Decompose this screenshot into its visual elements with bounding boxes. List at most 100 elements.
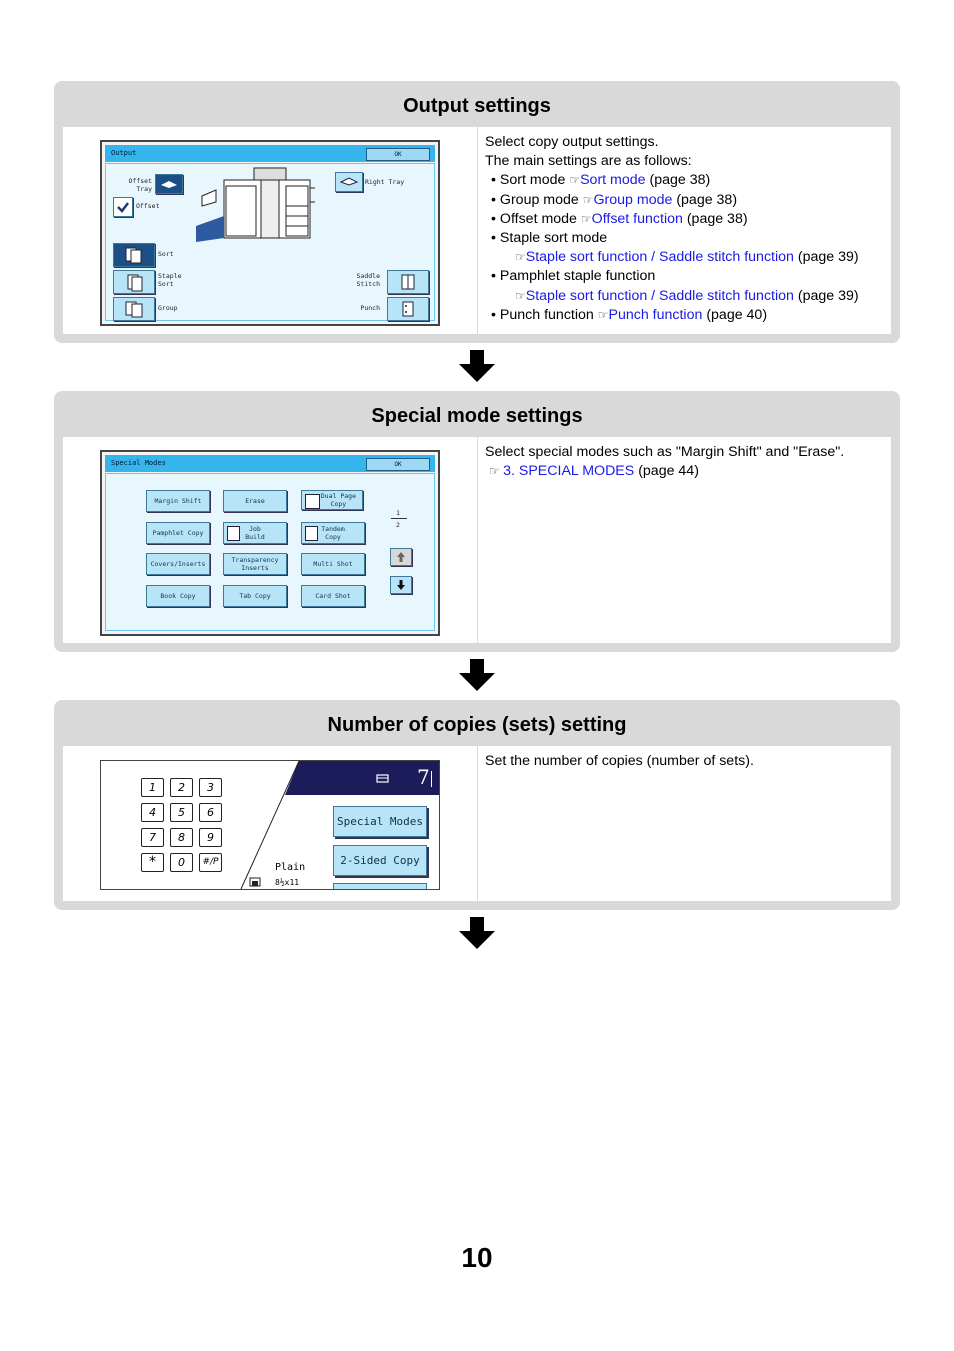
tray-icon [339,177,359,186]
key-star[interactable]: * [141,853,164,872]
reference-hand-icon: ☞ [515,250,526,265]
staple-sort-icon [127,274,143,292]
output-settings-title: Output settings [403,95,551,117]
job-build-button[interactable]: Job Build [223,522,287,544]
output-desc-line1: Select copy output settings. [485,134,659,150]
special-modes-screen-title: Special Modes [111,459,166,467]
copies-panel: Number of copies (sets) setting 1 2 3 4 … [54,700,900,910]
tab-copy-button[interactable]: Tab Copy [223,585,287,607]
multi-shot-button[interactable]: Multi Shot [301,553,365,575]
pamphlet-staple-item: Pamphlet staple function [485,267,885,286]
margin-shift-button[interactable]: Margin Shift [146,490,210,512]
saddle-stitch-button[interactable] [387,270,429,294]
output-settings-panel: Output settings Output OK Offset Tray Of… [54,81,900,343]
output-screen-title: Output [111,149,137,157]
special-mode-title: Special mode settings [371,405,583,427]
group-mode-link[interactable]: Group mode [593,191,673,208]
saddle-stitch-icon [401,274,415,290]
key-4[interactable]: 4 [141,803,164,822]
staple-sort-label: Staple Sort [158,272,182,288]
reference-hand-icon: ☞ [569,173,581,188]
key-1[interactable]: 1 [141,778,164,797]
group-icon [125,301,143,318]
copy-count: 7 [417,765,430,789]
special-mode-panel: Special mode settings Special Modes OK M… [54,391,900,652]
staple-sort-item: Staple sort mode [485,229,885,248]
book-copy-button[interactable]: Book Copy [146,585,210,607]
reference-hand-icon: ☞ [597,307,609,322]
group-mode-item: Group mode ☞Group mode (page 38) [485,191,885,210]
tandem-copy-button[interactable]: Tandem Copy [301,522,365,544]
offset-mode-item: Offset mode ☞Offset function (page 38) [485,210,885,229]
arrow-up-icon [397,552,405,562]
key-8[interactable]: 8 [170,828,193,847]
output-ok-button[interactable]: OK [366,148,430,161]
key-9[interactable]: 9 [199,828,222,847]
right-tray-button[interactable] [335,172,363,192]
sort-button[interactable] [113,243,155,267]
reference-hand-icon: ☞ [580,211,592,226]
key-0[interactable]: 0 [170,853,193,872]
special-modes-ref: ☞ 3. SPECIAL MODES (page 44) [489,463,699,480]
transparency-inserts-button[interactable]: Transparency Inserts [223,553,287,575]
job-build-icon [227,526,240,541]
punch-icon [402,301,414,317]
two-sided-copy-button[interactable]: 2-Sided Copy [333,845,427,876]
group-button[interactable] [113,297,155,321]
saddle-stitch-label: Saddle Stitch [356,272,380,288]
staple-sort-button[interactable] [113,270,155,294]
special-modes-link[interactable]: 3. SPECIAL MODES [503,463,635,480]
special-modes-ok-button[interactable]: OK [366,458,430,471]
key-hash-p[interactable]: #/P [199,853,222,872]
copies-content: 1 2 3 4 5 6 7 8 9 * 0 #/P 7 Special Mode… [63,746,891,901]
sort-icon [125,247,142,264]
pamphlet-staple-link[interactable]: Staple sort function / Saddle stitch fun… [525,287,794,304]
covers-inserts-button[interactable]: Covers/Inserts [146,553,210,575]
scroll-up-button[interactable] [390,548,412,566]
count-cursor [431,771,432,787]
output-screen-image: Output OK Offset Tray Offset [100,140,440,326]
sort-mode-link[interactable]: Sort mode [580,172,646,189]
key-6[interactable]: 6 [199,803,222,822]
card-shot-button[interactable]: Card Shot [301,585,365,607]
paper-type-label: Plain [275,862,306,873]
key-3[interactable]: 3 [199,778,222,797]
right-tray-label: Right Tray [365,178,405,186]
arrow-down-icon [397,580,405,590]
page-divider [391,518,407,519]
paper-icon [249,877,261,887]
next-button-partial[interactable] [333,883,427,889]
key-2[interactable]: 2 [170,778,193,797]
dual-page-copy-button[interactable]: Dual Page Copy [301,490,363,510]
special-mode-content: Special Modes OK Margin Shift Erase Dual… [63,437,891,643]
sort-mode-item: Sort mode ☞Sort mode (page 38) [485,171,885,190]
output-settings-content: Output OK Offset Tray Offset [63,127,891,334]
special-desc-line1: Select special modes such as "Margin Shi… [485,444,845,460]
staple-sort-link[interactable]: Staple sort function / Saddle stitch fun… [525,249,794,266]
copies-title: Number of copies (sets) setting [327,714,627,736]
down-arrow-icon [459,350,495,382]
pamphlet-staple-ref: ☞Staple sort function / Saddle stitch fu… [515,287,859,304]
punch-button[interactable] [387,297,429,321]
copier-machine-icon [196,167,315,242]
down-arrow-icon [459,917,495,949]
scroll-down-button[interactable] [390,576,412,594]
offset-tray-button[interactable] [155,174,183,194]
page-total: 2 [396,521,400,529]
special-modes-button[interactable]: Special Modes [333,806,427,837]
dual-page-icon [305,494,320,509]
offset-checkbox[interactable] [113,197,133,217]
sort-label: Sort [158,250,174,258]
copies-screen-decoration [240,761,439,889]
reference-hand-icon: ☞ [515,288,526,303]
key-7[interactable]: 7 [141,828,164,847]
offset-tray-label: Offset Tray [128,177,152,193]
punch-function-link[interactable]: Punch function [608,306,703,323]
checkmark-icon [117,202,129,213]
output-desc-line2: The main settings are as follows: [485,153,692,170]
key-5[interactable]: 5 [170,803,193,822]
pamphlet-copy-button[interactable]: Pamphlet Copy [146,522,210,544]
erase-button[interactable]: Erase [223,490,287,512]
offset-function-link[interactable]: Offset function [591,210,683,227]
offset-label: Offset [136,202,160,210]
